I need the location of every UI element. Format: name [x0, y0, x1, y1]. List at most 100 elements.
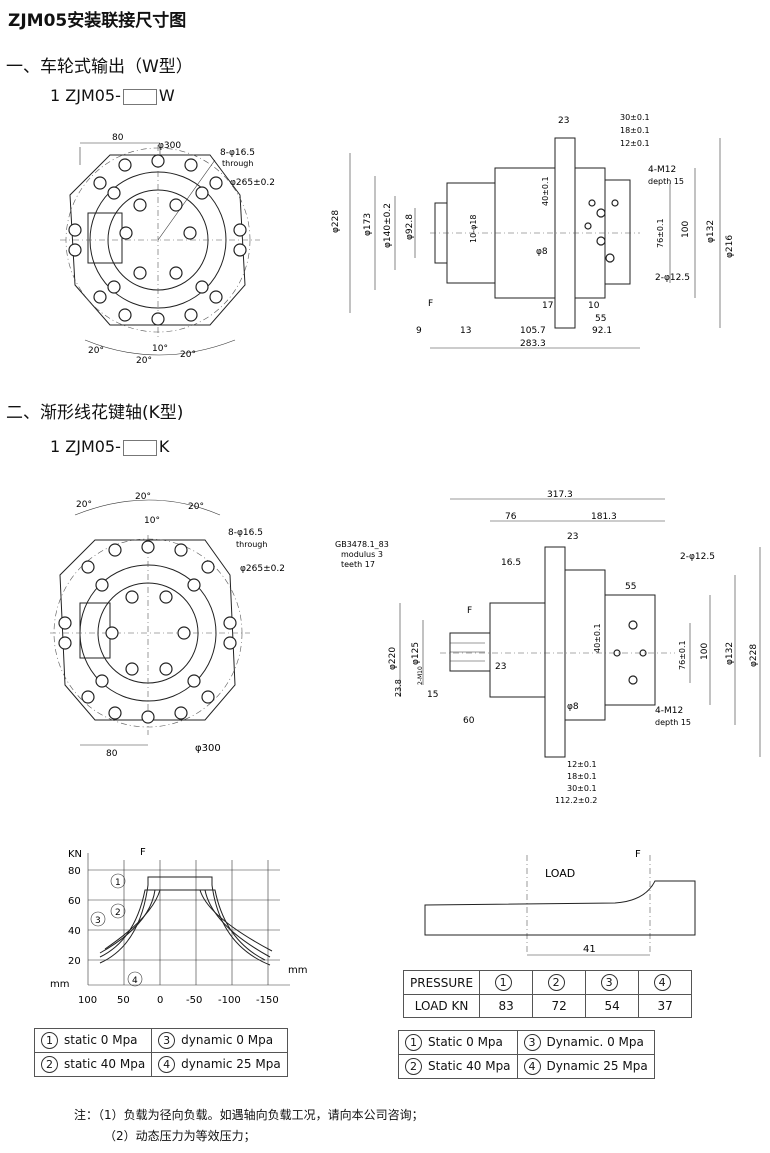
k-d228: φ228 — [749, 644, 759, 667]
k-side-drawing: 317.3 76 181.3 23 16.5 GB3478.1_83 modul… — [335, 490, 761, 805]
k-m10: 2-M10 — [417, 666, 424, 685]
note-1: 注：（1）负载为径向负载。如遇轴向负载工况，请向本公司咨询； — [74, 1108, 424, 1122]
w-through-label: through — [222, 159, 253, 168]
w-d30: 30±0.1 — [620, 113, 650, 122]
load-diagram-drawing: LOAD F 41 — [424, 849, 696, 956]
pressure-table: PRESSURE 1 2 3 4 LOAD KN 83 72 54 37 — [402, 970, 693, 1018]
w-d8: φ8 — [536, 247, 548, 257]
k-side-view: 317.3 76 181.3 23 16.5 GB3478.1_83 modul… — [335, 490, 761, 805]
k-d76: 76 — [505, 512, 517, 522]
k-teeth: teeth 17 — [341, 560, 375, 569]
k-d55: 55 — [625, 582, 636, 592]
k-d60: 60 — [463, 716, 475, 726]
chart-marker-4: 4 — [132, 976, 138, 986]
w-d9: 9 — [416, 326, 422, 336]
w-d216: φ216 — [725, 235, 735, 258]
xtick-0: 0 — [157, 995, 163, 1006]
k-modulus: modulus 3 — [341, 550, 383, 559]
w-angle-2: 10° — [152, 344, 168, 354]
section-1-title: 一、车轮式输出（W型） — [6, 57, 193, 77]
w-d173: φ173 — [363, 213, 373, 236]
k-d23b: 23 — [495, 662, 506, 672]
k-F: F — [467, 606, 472, 616]
k-dim-300: φ300 — [195, 743, 221, 754]
ytick-20: 20 — [68, 956, 81, 967]
w-d100: 100 — [681, 221, 691, 238]
k-d100: 100 — [700, 643, 710, 660]
xtick-100: 100 — [78, 995, 97, 1006]
k-d125h: 2-φ12.5 — [680, 552, 715, 562]
k-d8: φ8 — [567, 702, 579, 712]
w-angle-3: 20° — [136, 356, 152, 366]
k-dim-80: 80 — [106, 749, 118, 759]
chart-F: F — [140, 847, 146, 858]
w-d92: φ92.8 — [405, 214, 415, 240]
chart-xlabel-right: mm — [288, 965, 307, 976]
model-blank-box — [122, 88, 157, 105]
w-d92-1: 92.1 — [592, 326, 612, 336]
k-angle-4: 10° — [144, 516, 160, 526]
table-row: PRESSURE 1 2 3 4 — [402, 970, 693, 995]
w-holes-label: 8-φ16.5 — [220, 148, 255, 158]
ytick-60: 60 — [68, 896, 81, 907]
w-dim-300: φ300 — [158, 141, 181, 151]
w-front-view: 80 φ300 8-φ16.5 through φ265±0.2 20° 10° — [60, 133, 275, 366]
w-angle-1: 20° — [88, 346, 104, 356]
w-d18: 18±0.1 — [620, 126, 650, 135]
w-side-drawing: φ228 φ173 φ140±0.2 φ92.8 10-φ18 40±0.1 φ… — [331, 113, 735, 349]
chart-ylabel: KN — [68, 849, 82, 860]
k-d317: 317.3 — [547, 490, 573, 500]
k-m12: 4-M12 — [655, 706, 683, 716]
w-d132: φ132 — [706, 220, 716, 243]
k-d220: φ220 — [388, 647, 398, 670]
w-m12: 4-M12 — [648, 165, 676, 175]
load-diagram: LOAD F 41 — [424, 849, 696, 956]
xtick-n50: -50 — [186, 995, 202, 1006]
k-d12: 12±0.1 — [567, 760, 597, 769]
w-d40: 40±0.1 — [541, 176, 550, 206]
chart-marker-2: 2 — [115, 908, 121, 918]
w-d140: φ140±0.2 — [383, 203, 393, 248]
k-d23: 23 — [567, 532, 578, 542]
chart-xlabel-left: mm — [50, 979, 69, 990]
k-gb: GB3478.1_83 — [335, 540, 389, 549]
xtick-n150: -150 — [256, 995, 279, 1006]
w-spline: 10-φ18 — [469, 214, 478, 243]
ytick-40: 40 — [68, 926, 81, 937]
model-blank-box — [122, 439, 157, 456]
w-angle-4: 20° — [180, 350, 196, 360]
w-F: F — [428, 299, 433, 309]
k-angle-1: 20° — [76, 500, 92, 510]
k-d125: φ125 — [411, 642, 421, 665]
k-d16: 16.5 — [501, 558, 521, 568]
w-d76: 76±0.1 — [656, 218, 665, 248]
k-holes-label: 8-φ16.5 — [228, 528, 263, 538]
chart-marker-3: 3 — [95, 916, 101, 926]
load-chart-drawing: KN F 80 60 40 20 mm mm 100 50 0 -50 -100… — [50, 847, 307, 1006]
load-chart: KN F 80 60 40 20 mm mm 100 50 0 -50 -100… — [50, 847, 307, 1006]
k-depth: depth 15 — [655, 718, 691, 727]
load-d41: 41 — [583, 944, 596, 955]
w-d283: 283.3 — [520, 339, 546, 349]
k-pcd-label: φ265±0.2 — [240, 564, 285, 574]
k-front-drawing: 20° 20° 20° 10° 8-φ16.5 through φ265±0.2… — [50, 492, 285, 759]
k-d40: 40±0.1 — [593, 623, 602, 653]
k-d30: 30±0.1 — [567, 784, 597, 793]
w-d23: 23 — [558, 116, 569, 126]
k-d132: φ132 — [725, 642, 735, 665]
w-d228: φ228 — [331, 210, 341, 233]
w-d12: 12±0.1 — [620, 139, 650, 148]
xtick-n100: -100 — [218, 995, 241, 1006]
load-F: F — [635, 849, 641, 860]
xtick-50: 50 — [117, 995, 130, 1006]
w-depth: depth 15 — [648, 177, 684, 186]
k-front-view: 20° 20° 20° 10° 8-φ16.5 through φ265±0.2… — [50, 492, 285, 759]
w-d17: 17 — [542, 301, 553, 311]
w-side-view: φ228 φ173 φ140±0.2 φ92.8 10-φ18 40±0.1 φ… — [331, 113, 735, 349]
k-d18: 18±0.1 — [567, 772, 597, 781]
